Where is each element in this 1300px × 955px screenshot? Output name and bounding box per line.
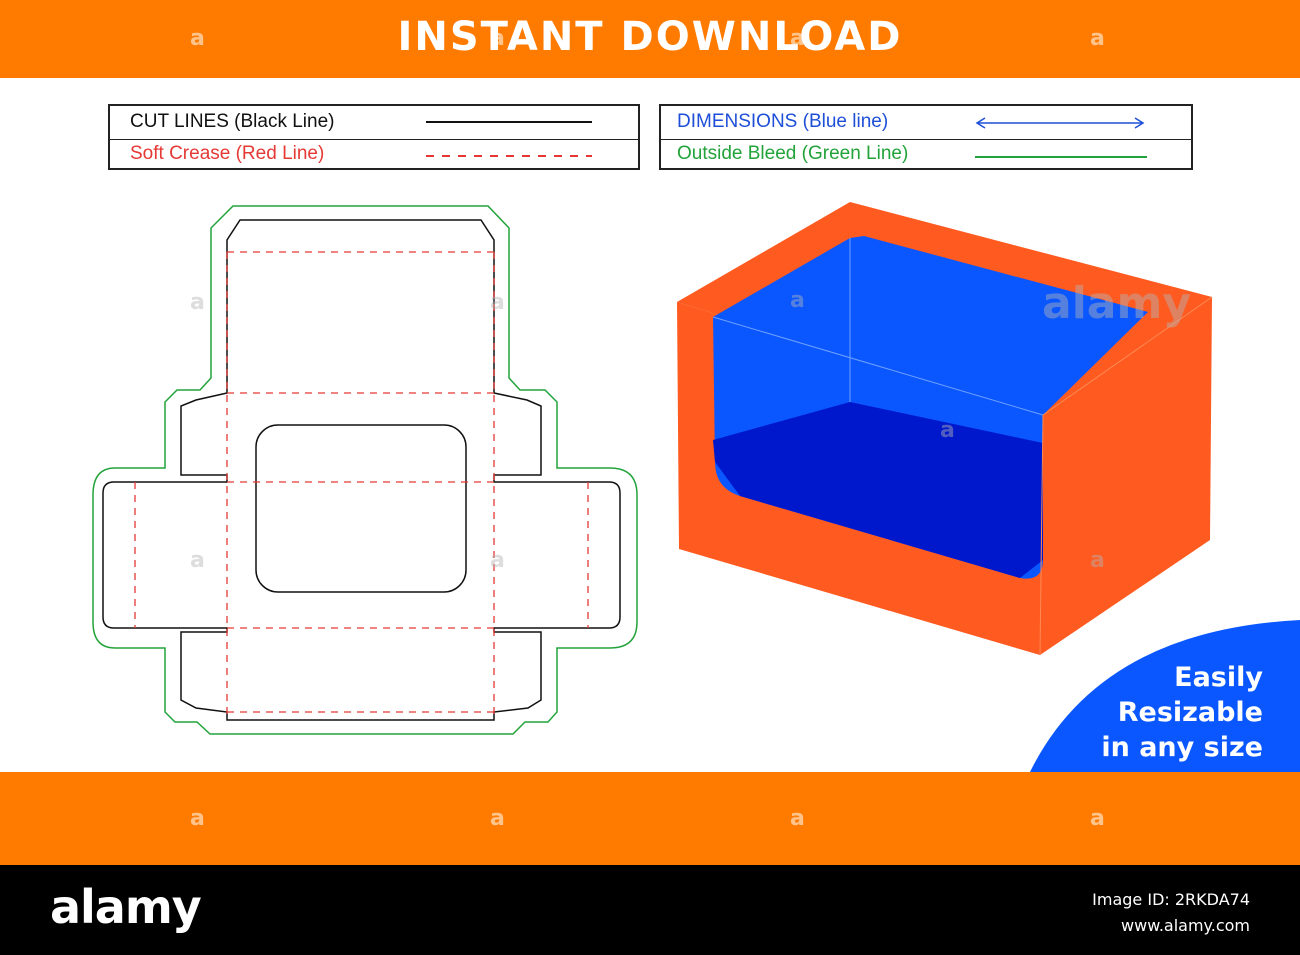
image-id: Image ID: 2RKDA74: [1092, 890, 1250, 909]
watermark-mark: a: [940, 418, 955, 443]
dimensions-label: DIMENSIONS (Blue line): [677, 111, 889, 132]
watermark-mark: a: [490, 290, 505, 315]
watermark-mark: a: [190, 26, 205, 51]
legend-border: [659, 104, 661, 170]
watermark-mark: a: [490, 26, 505, 51]
legend-row-bleed: Outside Bleed (Green Line): [661, 138, 1191, 171]
legend-border: [638, 104, 640, 170]
box-interior-edges: [712, 238, 1044, 416]
watermark-mark: a: [1090, 806, 1105, 831]
badge-line-1: Easily: [1174, 662, 1263, 693]
watermark-mark: a: [1090, 26, 1105, 51]
overlay-watermark: alamy: [1042, 278, 1191, 329]
badge-line-3: in any size: [1101, 732, 1263, 763]
crease-line-sample: [426, 155, 592, 157]
cut-outline: [102, 219, 621, 721]
watermark-mark: a: [190, 290, 205, 315]
dimension-line-sample: [975, 117, 1145, 129]
watermark-mark: a: [190, 806, 205, 831]
watermark-mark: a: [790, 806, 805, 831]
watermark-mark: a: [790, 26, 805, 51]
site-url: www.alamy.com: [1121, 916, 1250, 935]
box-interior-floor: [713, 402, 1043, 578]
watermark-mark: a: [490, 806, 505, 831]
outside-bleed-label: Outside Bleed (Green Line): [677, 143, 909, 164]
badge-line-2: Resizable: [1117, 697, 1263, 728]
box-outline-edges: [1039, 296, 1213, 656]
legend-left: CUT LINES (Black Line) Soft Crease (Red …: [108, 104, 640, 171]
box-right-side: [1040, 297, 1212, 655]
legend-right: DIMENSIONS (Blue line) Outside Bleed (Gr…: [659, 104, 1193, 171]
cut-lines-label: CUT LINES (Black Line): [130, 111, 335, 132]
box-3d-render: [677, 202, 1213, 656]
resize-badge-shape: [1030, 620, 1300, 772]
legend-row-crease: Soft Crease (Red Line): [110, 138, 638, 171]
bleed-outline: [92, 205, 638, 735]
brand-logo: alamy: [50, 880, 202, 934]
watermark-mark: a: [1090, 548, 1105, 573]
cut-line-sample: [426, 121, 592, 123]
box-dieline: [92, 205, 638, 735]
banner-title: INSTANT DOWNLOAD: [397, 14, 903, 60]
crease-lines: [134, 251, 589, 720]
footer-bar: [0, 865, 1300, 955]
watermark-mark: a: [190, 548, 205, 573]
watermark-mark: a: [790, 288, 805, 313]
bottom-banner: [0, 772, 1300, 865]
legend-row-cut: CUT LINES (Black Line): [110, 106, 638, 140]
top-banner: [0, 0, 1300, 78]
legend-border: [108, 104, 110, 170]
soft-crease-label: Soft Crease (Red Line): [130, 143, 325, 164]
box-interior-back: [713, 236, 1148, 415]
window-cutout: [255, 424, 467, 593]
watermark-mark: a: [490, 548, 505, 573]
legend-row-dimensions: DIMENSIONS (Blue line): [661, 106, 1191, 140]
legend-border: [1191, 104, 1193, 170]
bleed-line-sample: [975, 156, 1147, 158]
resize-badge-text: Easily Resizable in any size: [1101, 660, 1263, 765]
